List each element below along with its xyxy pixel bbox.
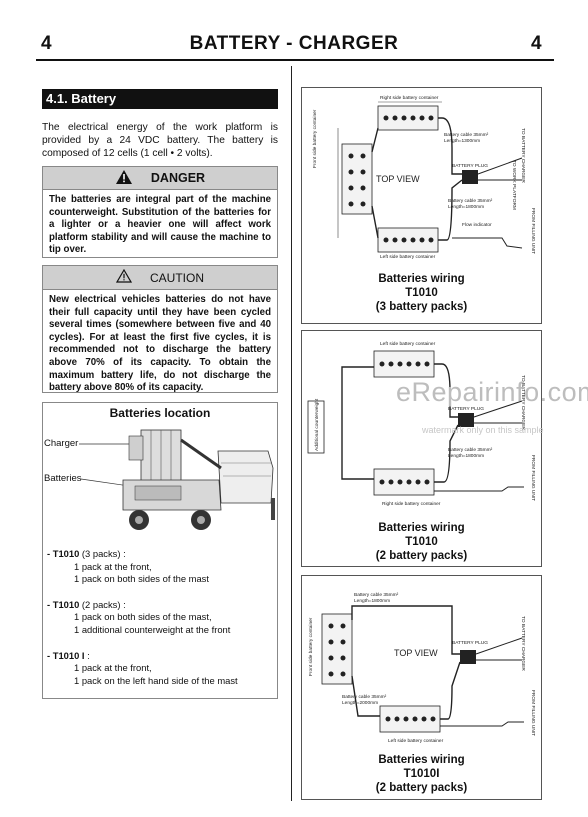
svg-text:FROM FILLING UNIT: FROM FILLING UNIT	[530, 208, 536, 254]
location-group-3: - T1010 I :	[47, 649, 90, 661]
wiring-diagram-2-drawing: Left side battery container Additional c…	[307, 341, 536, 507]
svg-text:TOP VIEW: TOP VIEW	[376, 174, 420, 184]
svg-text:Front side battery container: Front side battery container	[312, 109, 318, 168]
location-line: 1 pack at the front,	[74, 662, 152, 674]
svg-text:Right side battery container: Right side battery container	[380, 95, 439, 101]
svg-text:Battery cable 35mm²: Battery cable 35mm²	[448, 198, 493, 204]
work-platform-illustration	[79, 429, 275, 530]
svg-text:Front side battery container: Front side battery container	[308, 617, 314, 676]
column-divider	[291, 66, 292, 801]
header-rule	[36, 59, 554, 61]
location-list: - T1010 (3 packs) : 1 pack at the front,…	[47, 548, 238, 687]
batteries-location-box: Batteries location Charger Batteries - T…	[42, 402, 278, 699]
svg-text:TO BATTERY CHARGER: TO BATTERY CHARGER	[520, 375, 526, 430]
page-title: BATTERY - CHARGER	[189, 33, 399, 54]
caption-line: T1010	[405, 536, 438, 548]
svg-text:BATTERY PLUG: BATTERY PLUG	[452, 163, 488, 169]
wiring-diagram-3-packs: TOP VIEW Right side battery container Fr…	[301, 87, 542, 324]
watermark: eRepairinfo.com	[396, 377, 588, 407]
caption-line: Batteries wiring	[378, 273, 465, 285]
caption-line: Batteries wiring	[378, 522, 465, 534]
charger-label: Charger	[44, 438, 79, 449]
svg-text:TOP VIEW: TOP VIEW	[394, 648, 438, 658]
batteries-label: Batteries	[44, 473, 82, 484]
diagram-1-caption: Batteries wiring T1010 (3 battery packs)	[302, 272, 541, 314]
svg-text:Left side battery container: Left side battery container	[380, 341, 436, 347]
svg-text:BATTERY PLUG: BATTERY PLUG	[448, 406, 484, 412]
svg-text:TO BATTERY CHARGER: TO BATTERY CHARGER	[520, 616, 526, 671]
danger-box: DANGER The batteries are integral part o…	[42, 166, 278, 258]
caption-line: T1010I	[403, 768, 440, 780]
diagram-3-caption: Batteries wiring T1010I (2 battery packs…	[302, 753, 541, 795]
svg-text:Right side battery container: Right side battery container	[382, 501, 441, 507]
location-group-1: - T1010 (3 packs) :	[47, 548, 126, 559]
caution-triangle-icon	[115, 268, 133, 286]
svg-text:Left side battery container: Left side battery container	[388, 738, 444, 744]
caution-text: New electrical vehicles batteries do not…	[49, 294, 271, 394]
caption-line: (2 battery packs)	[375, 782, 468, 794]
svg-text:Battery cable 35mm²: Battery cable 35mm²	[444, 132, 489, 138]
diagram-2-caption: Batteries wiring T1010 (2 battery packs)	[302, 521, 541, 563]
svg-text:Battery cable 35mm²: Battery cable 35mm²	[342, 694, 387, 700]
warning-triangle-icon	[115, 169, 133, 188]
danger-header: DANGER	[43, 167, 277, 190]
svg-text:Additional counterweight: Additional counterweight	[314, 398, 320, 451]
location-line: 1 pack on the left hand side of the mast	[74, 674, 238, 686]
svg-text:Battery cable 35mm²: Battery cable 35mm²	[354, 592, 399, 598]
svg-text:TO WORK PLATFORM: TO WORK PLATFORM	[511, 160, 517, 210]
location-group-2: - T1010 (2 packs) :	[47, 598, 126, 610]
svg-text:Length=2000mm: Length=2000mm	[342, 700, 378, 706]
danger-text: The batteries are integral part of the m…	[49, 194, 271, 256]
wiring-diagram-3-drawing: TOP VIEW Battery cable 35mm² Length=1800…	[308, 592, 536, 744]
svg-text:Length=1800mm: Length=1800mm	[448, 204, 484, 210]
location-line: 1 pack on both sides of the mast,	[74, 611, 212, 623]
svg-text:Length=1800mm: Length=1800mm	[448, 453, 484, 459]
caption-line: (3 battery packs)	[375, 301, 468, 313]
svg-text:Length=1800mm: Length=1800mm	[354, 598, 390, 604]
caution-header: CAUTION	[43, 266, 277, 290]
svg-text:Battery cable 35mm²: Battery cable 35mm²	[448, 447, 493, 453]
caution-box: CAUTION New electrical vehicles batterie…	[42, 265, 278, 393]
svg-text:TO BATTERY CHARGER: TO BATTERY CHARGER	[520, 128, 526, 183]
svg-text:FROM FILLING UNIT: FROM FILLING UNIT	[530, 455, 536, 501]
svg-text:BATTERY PLUG: BATTERY PLUG	[452, 640, 488, 646]
location-line: 1 pack at the front,	[74, 560, 152, 572]
caption-line: Batteries wiring	[378, 754, 465, 766]
wiring-diagram-t1010i: TOP VIEW Battery cable 35mm² Length=1800…	[301, 575, 542, 800]
wiring-diagram-1-drawing: TOP VIEW Right side battery container Fr…	[312, 95, 536, 260]
section-intro: The electrical energy of the work platfo…	[42, 122, 278, 159]
svg-text:FROM FILLING UNIT: FROM FILLING UNIT	[530, 690, 536, 736]
caption-line: (2 battery packs)	[375, 550, 468, 562]
caption-line: T1010	[405, 287, 438, 299]
location-line: 1 additional counterweight at the front	[74, 623, 231, 635]
location-line: 1 pack on both sides of the mast	[74, 573, 209, 585]
svg-text:Left side battery container: Left side battery container	[380, 254, 436, 260]
location-title: Batteries location	[109, 406, 211, 420]
chapter-number-left: 4	[41, 33, 52, 54]
svg-text:Length=1300mm: Length=1300mm	[444, 138, 480, 144]
watermark-subtext: watermark only on this sample	[422, 425, 544, 435]
caution-title: CAUTION	[150, 270, 204, 285]
wiring-diagram-2-packs: Left side battery container Additional c…	[301, 330, 542, 567]
chapter-number-right: 4	[531, 33, 542, 54]
danger-title: DANGER	[150, 171, 206, 185]
section-title: 4.1. Battery	[42, 89, 278, 109]
svg-text:Flow indicator: Flow indicator	[462, 222, 492, 228]
